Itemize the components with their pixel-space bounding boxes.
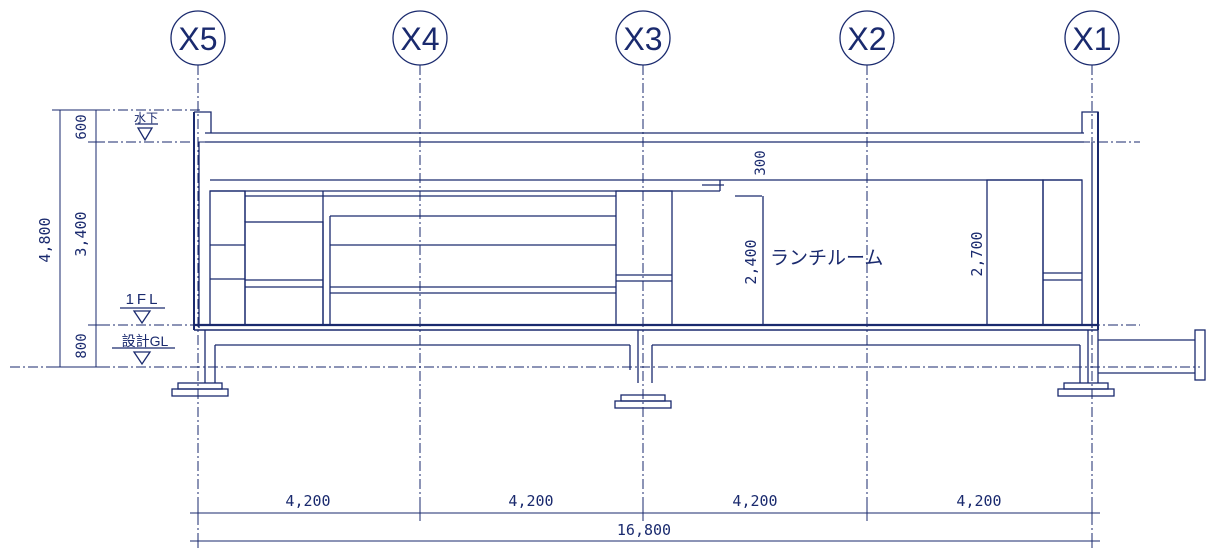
horizontal-dimensions: 4,200 4,200 4,200 4,200 16,800: [190, 492, 1100, 548]
dim-span-1: 4,200: [285, 492, 330, 510]
grid-label-x5: X5: [178, 21, 217, 57]
level-marker-gl: 設計GL: [112, 333, 175, 366]
floor-slab: [194, 323, 1098, 331]
dim-ceiling: 2,400: [742, 239, 760, 284]
grid-bubble-x2: X2: [839, 10, 895, 66]
grid-bubble-x4: X4: [392, 10, 448, 66]
room-label: ランチルーム: [770, 248, 883, 269]
grid-label-x2: X2: [847, 21, 886, 57]
column-x3: [615, 190, 673, 326]
dim-middle: 3,400: [72, 211, 90, 256]
interior-panels-left: [209, 190, 616, 326]
exterior-walls: [193, 112, 1099, 330]
dim-window: 2,700: [968, 231, 986, 276]
grid-bubble-x5: X5: [170, 10, 226, 66]
grid-bubble-x3: X3: [615, 10, 671, 66]
grid-axis-lines: [197, 65, 1093, 545]
dim-bottom: 800: [74, 333, 90, 358]
vertical-dimensions-left: 4,800 600 3,400 800: [36, 109, 104, 368]
dim-beam: 300: [753, 150, 769, 175]
dim-span-2: 4,200: [508, 492, 553, 510]
design-gl-label: 設計GL: [122, 333, 169, 349]
dim-span-4: 4,200: [956, 492, 1001, 510]
dim-span-3: 4,200: [732, 492, 777, 510]
level-marker-1fl: 1FL: [120, 291, 165, 325]
grid-label-x1: X1: [1072, 21, 1111, 57]
dim-total-height: 4,800: [36, 217, 54, 262]
grid-bubble-x1: X1: [1064, 10, 1120, 66]
level-marker-water: 水下: [134, 111, 158, 142]
vertical-dimensions-interior: 300 2,400 2,700: [742, 150, 986, 284]
grid-label-x3: X3: [623, 21, 662, 57]
level-lines: [10, 109, 1200, 368]
dim-top: 600: [74, 114, 90, 139]
roof-slab: [193, 111, 1099, 143]
first-floor-label: 1FL: [126, 291, 161, 308]
dim-total-length: 16,800: [617, 521, 671, 539]
beam: [210, 179, 1082, 197]
water-level-label: 水下: [134, 111, 158, 125]
grid-label-x4: X4: [400, 21, 439, 57]
foundation: [171, 329, 1206, 409]
